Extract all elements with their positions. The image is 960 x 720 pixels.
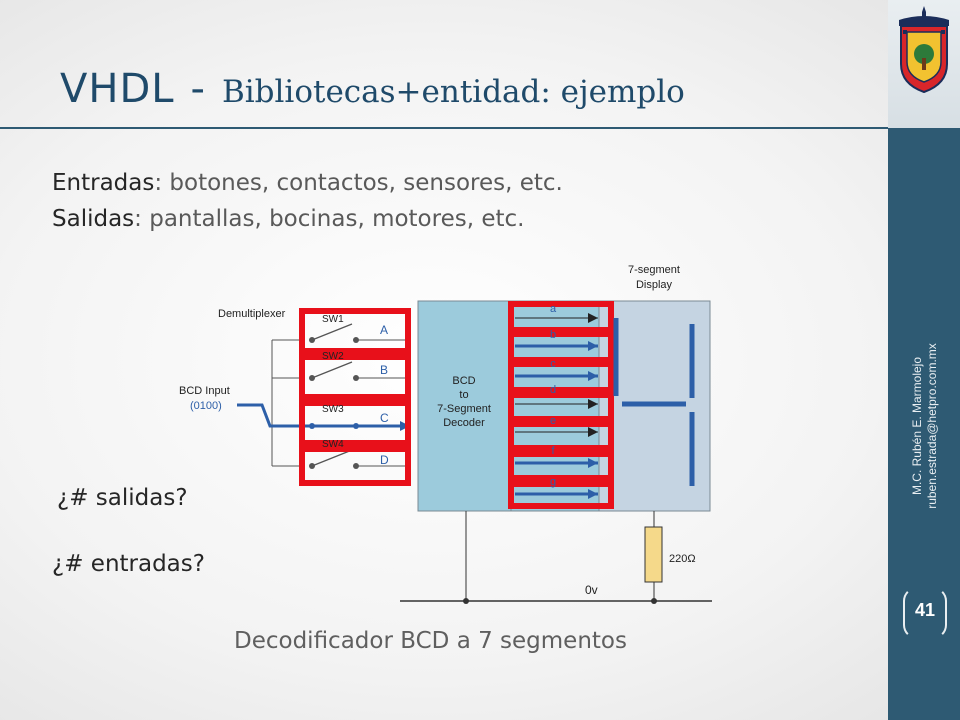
diagram-caption: Decodificador BCD a 7 segmentos bbox=[234, 628, 627, 654]
title-main: VHDL bbox=[60, 66, 175, 112]
switch-sw3 bbox=[300, 421, 410, 431]
footer-credit: M.C. Rubén E. Marmolejo ruben.estrada@he… bbox=[905, 296, 945, 556]
decoder-label-line-4: Decoder bbox=[443, 417, 485, 429]
switch-name-sw1: SW1 bbox=[322, 314, 344, 325]
highlight-sw1 bbox=[299, 308, 411, 354]
outputs-value: : pantallas, bocinas, motores, etc. bbox=[134, 206, 525, 232]
outputs-line: Salidas: pantallas, bocinas, motores, et… bbox=[52, 206, 524, 232]
university-crest-logo bbox=[899, 6, 949, 94]
outputs-key: Salidas bbox=[52, 206, 135, 232]
ground-label: 0v bbox=[585, 583, 598, 597]
segment-label-g: g bbox=[550, 476, 556, 488]
decoder-label-line-2: to bbox=[459, 389, 468, 401]
highlight-sw3 bbox=[299, 400, 411, 446]
highlight-sw4 bbox=[299, 446, 411, 486]
decoder-label-line-1: BCD bbox=[452, 375, 475, 387]
highlight-seg-a bbox=[508, 301, 614, 333]
footer-author: M.C. Rubén E. Marmolejo bbox=[910, 356, 924, 496]
highlight-seg-e bbox=[508, 421, 614, 451]
page-number-frame bbox=[903, 587, 947, 639]
slide-title: VHDL-Bibliotecas+entidad: ejemplo bbox=[60, 66, 685, 112]
title-separator: - bbox=[190, 66, 206, 112]
decoder-label-line-3: 7-Segment bbox=[437, 403, 491, 415]
switch-letter-c: C bbox=[380, 411, 389, 425]
highlight-sw2 bbox=[299, 354, 411, 400]
bcd-input-label: BCD Input bbox=[179, 385, 230, 397]
switch-sw2 bbox=[309, 361, 410, 381]
switch-name-sw4: SW4 bbox=[322, 439, 344, 450]
inputs-key: Entradas bbox=[52, 170, 155, 196]
segment-label-f: f bbox=[551, 445, 555, 457]
bcd-input-value: (0100) bbox=[190, 400, 222, 412]
resistor bbox=[644, 526, 663, 583]
switch-name-sw2: SW2 bbox=[322, 351, 344, 362]
resistor-label: 220Ω bbox=[669, 553, 696, 565]
inputs-line: Entradas: botones, contactos, sensores, … bbox=[52, 170, 563, 196]
footer-email: ruben.estrada@hetpro.com.mx bbox=[925, 343, 939, 509]
slide-subtitle: Bibliotecas+entidad: ejemplo bbox=[221, 74, 685, 110]
switch-letter-b: B bbox=[380, 363, 388, 377]
bcd-decoder-diagram: Demultiplexer BCD Input (0100) SW1 SW2 S… bbox=[179, 264, 712, 604]
segment-label-c: c bbox=[550, 358, 556, 370]
display-label-line-1: 7-segment bbox=[628, 264, 680, 276]
switch-name-sw3: SW3 bbox=[322, 404, 344, 415]
title-underline bbox=[0, 127, 888, 129]
highlight-seg-c bbox=[508, 361, 614, 393]
segment-label-e: e bbox=[550, 415, 556, 427]
question-inputs: ¿# entradas? bbox=[52, 551, 205, 577]
switch-letter-a: A bbox=[380, 323, 388, 337]
highlight-seg-b bbox=[508, 331, 614, 363]
inputs-value: : botones, contactos, sensores, etc. bbox=[154, 170, 563, 196]
segment-label-b: b bbox=[550, 329, 556, 341]
highlight-seg-f bbox=[508, 451, 614, 481]
page-number: 41 bbox=[914, 600, 936, 620]
question-outputs: ¿# salidas? bbox=[57, 485, 188, 511]
highlight-seg-d bbox=[508, 392, 614, 422]
segment-label-a: a bbox=[550, 303, 557, 315]
display-label-line-2: Display bbox=[636, 279, 673, 291]
decoder-box bbox=[417, 300, 512, 512]
demux-label: Demultiplexer bbox=[218, 308, 286, 320]
switch-sw1 bbox=[309, 323, 410, 343]
switch-sw4 bbox=[309, 449, 410, 469]
active-input-wire bbox=[237, 403, 300, 428]
highlight-seg-g bbox=[508, 481, 614, 509]
switch-letter-d: D bbox=[380, 453, 389, 467]
segment-label-d: d bbox=[550, 384, 556, 396]
